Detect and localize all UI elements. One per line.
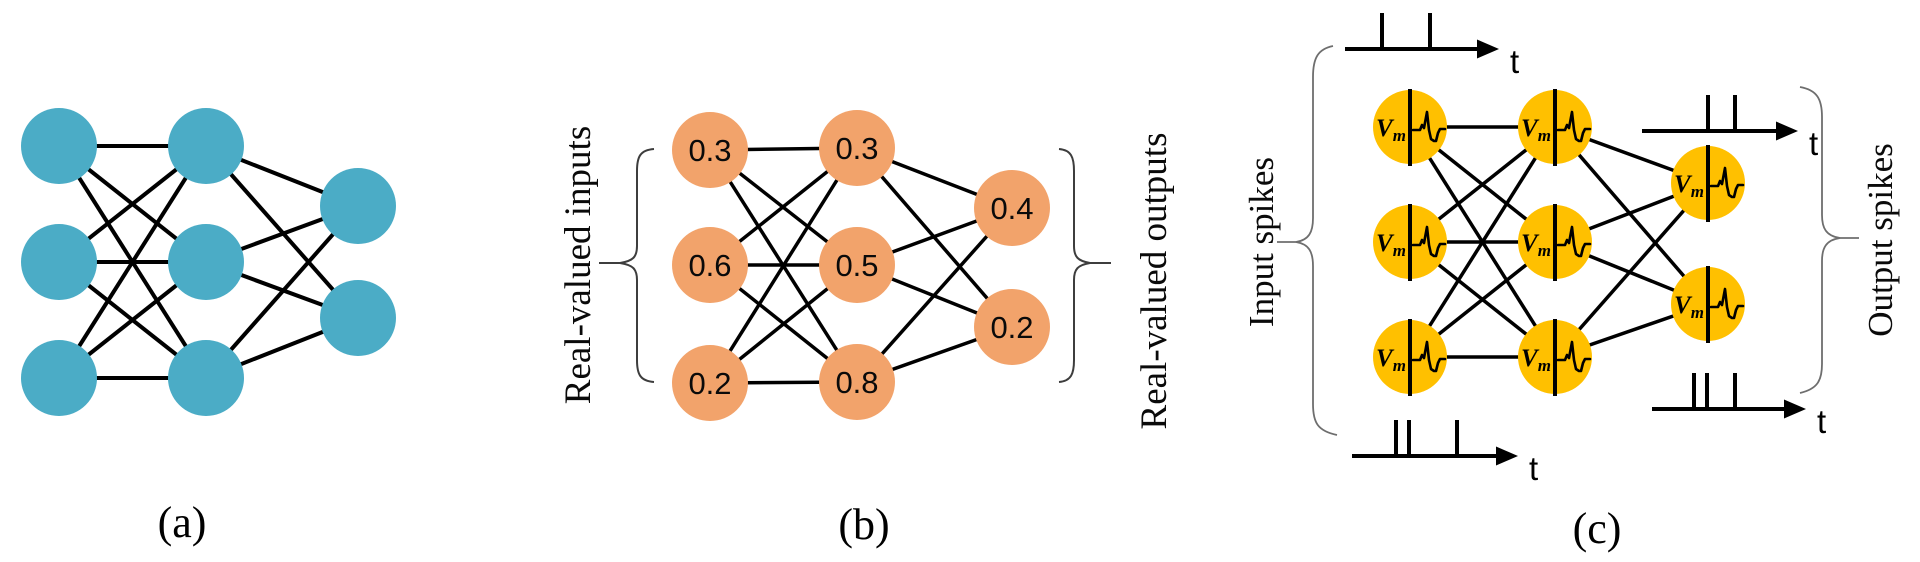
neuron-node bbox=[320, 280, 396, 356]
neuron-node bbox=[974, 289, 1050, 365]
spike-train-input-bottom: t bbox=[1352, 420, 1538, 487]
panel-c-spike-trains: t t t t bbox=[1345, 13, 1826, 487]
vm-symbol: V bbox=[1521, 345, 1540, 372]
neuron-node bbox=[21, 108, 97, 184]
panel-b-right-label: Real-valued outputs bbox=[1134, 133, 1175, 430]
vm-symbol: V bbox=[1376, 115, 1395, 142]
panel-b: Real-valued inputs 0.3 0.6 0.2 0.3 0.5 0.8 0.4… bbox=[558, 110, 1175, 549]
arrowhead-icon bbox=[1496, 446, 1518, 466]
time-axis-label: t bbox=[1529, 450, 1538, 487]
neuron-node bbox=[974, 170, 1050, 246]
vm-symbol: V bbox=[1674, 292, 1693, 319]
panel-b-caption: (b) bbox=[838, 500, 889, 549]
neuron-value: 0.4 bbox=[990, 191, 1033, 226]
vm-label: Vm bbox=[1376, 345, 1406, 375]
neuron-node bbox=[168, 340, 244, 416]
panel-b-left-label: Real-valued inputs bbox=[558, 126, 599, 404]
synapse-edge bbox=[57, 144, 208, 380]
synapse-edge bbox=[204, 204, 360, 380]
vm-symbol: V bbox=[1376, 230, 1395, 257]
spike-waveform-icon bbox=[1556, 225, 1592, 258]
vm-subscript: m bbox=[1393, 126, 1406, 145]
arrowhead-icon bbox=[1784, 399, 1806, 419]
neuron-node bbox=[672, 112, 748, 188]
neuron-node bbox=[168, 224, 244, 300]
spike-waveform-icon bbox=[1556, 340, 1592, 373]
synapse-edge bbox=[1408, 126, 1557, 358]
time-axis-label: t bbox=[1809, 125, 1818, 162]
vm-symbol: V bbox=[1521, 115, 1540, 142]
neuron-value: 0.3 bbox=[688, 133, 731, 168]
vm-symbol: V bbox=[1521, 230, 1540, 257]
spike-waveform-icon bbox=[1556, 110, 1592, 143]
synapse-edge bbox=[855, 206, 1014, 384]
panel-b-nodes: 0.3 0.6 0.2 0.3 0.5 0.8 0.4 0.2 bbox=[672, 110, 1050, 421]
panel-a: (a) bbox=[21, 108, 396, 547]
panel-c-right-brace bbox=[1799, 86, 1841, 394]
spike-train-input-top: t bbox=[1345, 13, 1519, 80]
time-axis-label: t bbox=[1817, 403, 1826, 440]
neuron-value: 0.6 bbox=[688, 248, 731, 283]
synapse-edge bbox=[1553, 125, 1710, 306]
neuron-value: 0.2 bbox=[990, 310, 1033, 345]
panel-c-caption: (c) bbox=[1573, 504, 1622, 553]
vm-subscript: m bbox=[1691, 303, 1704, 322]
panel-c-left-label: Input spikes bbox=[1242, 157, 1281, 327]
vm-subscript: m bbox=[1538, 356, 1551, 375]
neuron-node bbox=[819, 227, 895, 303]
vm-subscript: m bbox=[1538, 126, 1551, 145]
vm-label: Vm bbox=[1376, 230, 1406, 260]
spike-train-output-bottom: t bbox=[1652, 373, 1826, 440]
vm-label: Vm bbox=[1674, 292, 1704, 322]
spike-waveform-icon bbox=[1411, 340, 1447, 373]
spike-waveform-icon bbox=[1709, 166, 1745, 199]
neuron-node bbox=[672, 345, 748, 421]
vm-subscript: m bbox=[1393, 356, 1406, 375]
neuron-node bbox=[168, 108, 244, 184]
synapse-edge bbox=[708, 147, 859, 384]
arrowhead-icon bbox=[1776, 121, 1798, 141]
vm-label: Vm bbox=[1674, 171, 1704, 201]
neuron-node bbox=[320, 168, 396, 244]
arrowhead-icon bbox=[1477, 39, 1499, 59]
vm-symbol: V bbox=[1674, 171, 1693, 198]
synapse-edge bbox=[1553, 181, 1710, 359]
vm-label: Vm bbox=[1521, 230, 1551, 260]
neuron-value: 0.5 bbox=[835, 248, 878, 283]
panel-b-right-brace bbox=[1058, 148, 1091, 383]
neuron-value: 0.2 bbox=[688, 366, 731, 401]
panel-c-right-label: Output spikes bbox=[1861, 143, 1900, 336]
spike-waveform-icon bbox=[1411, 110, 1447, 143]
panel-a-nodes bbox=[21, 108, 396, 416]
spike-waveform-icon bbox=[1411, 225, 1447, 258]
panel-a-caption: (a) bbox=[158, 498, 207, 547]
vm-subscript: m bbox=[1538, 241, 1551, 260]
neuron-node bbox=[21, 224, 97, 300]
neuron-value: 0.8 bbox=[835, 365, 878, 400]
panel-c-left-brace bbox=[1295, 45, 1338, 436]
neuron-node bbox=[819, 110, 895, 186]
time-axis-label: t bbox=[1510, 43, 1519, 80]
vm-subscript: m bbox=[1691, 182, 1704, 201]
neuron-node bbox=[672, 227, 748, 303]
panel-b-left-brace bbox=[619, 148, 655, 383]
spike-train-output-top: t bbox=[1642, 95, 1818, 162]
neuron-value: 0.3 bbox=[835, 131, 878, 166]
vm-label: Vm bbox=[1521, 115, 1551, 145]
spike-waveform-icon bbox=[1709, 287, 1745, 320]
vm-subscript: m bbox=[1393, 241, 1406, 260]
vm-symbol: V bbox=[1376, 345, 1395, 372]
vm-label: Vm bbox=[1521, 345, 1551, 375]
neuron-node bbox=[819, 344, 895, 420]
neuron-node bbox=[21, 340, 97, 416]
vm-label: Vm bbox=[1376, 115, 1406, 145]
